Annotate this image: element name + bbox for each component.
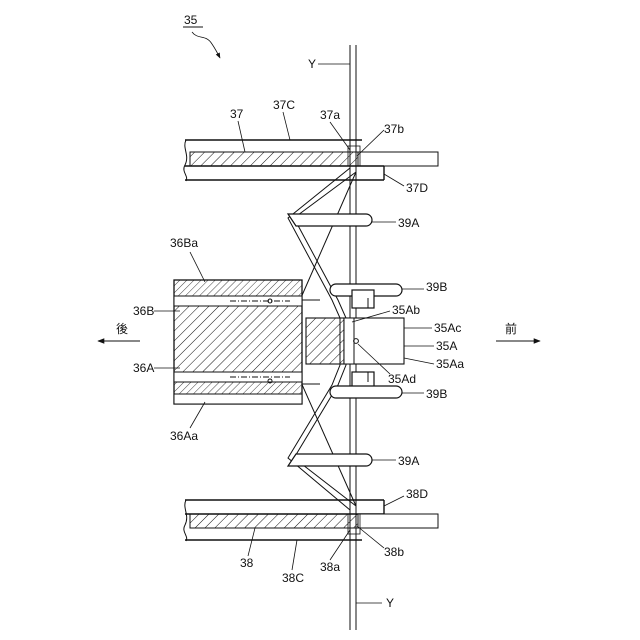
leader-38a xyxy=(330,530,350,560)
label-39B-top: 39B xyxy=(426,280,447,294)
leader-37a xyxy=(330,122,350,150)
label-38a: 38a xyxy=(320,560,340,574)
label-39A-bottom: 39A xyxy=(398,454,419,468)
label-38: 38 xyxy=(240,556,254,570)
label-39B-bottom: 39B xyxy=(426,387,447,401)
leader-37 xyxy=(238,121,245,152)
label-38b: 38b xyxy=(384,545,404,559)
label-38C: 38C xyxy=(282,571,304,585)
ref-35-leader xyxy=(192,32,220,58)
label-direction-front: 前 xyxy=(505,321,517,336)
press-unit-35A xyxy=(306,318,404,364)
ref-35-label: 35 xyxy=(184,13,198,27)
leader-38b xyxy=(357,526,384,548)
heater-block-36 xyxy=(174,280,320,404)
label-y-bottom: Y xyxy=(386,596,394,610)
upper-seal-member-37 xyxy=(184,140,438,181)
label-35Aa: 35Aa xyxy=(436,357,464,371)
label-37: 37 xyxy=(230,107,244,121)
lower-seal-member-38 xyxy=(184,500,438,541)
label-35Ad: 35Ad xyxy=(388,372,416,386)
label-36Ba: 36Ba xyxy=(170,236,198,250)
leader-37D xyxy=(384,174,404,186)
label-y-top: Y xyxy=(308,57,316,71)
label-36B: 36B xyxy=(133,304,154,318)
label-direction-back: 後 xyxy=(116,322,128,336)
leader-36Ba xyxy=(190,252,205,282)
leader-37C xyxy=(283,112,290,140)
leader-36Aa xyxy=(190,402,205,428)
label-36A: 36A xyxy=(133,361,154,375)
label-35Ac: 35Ac xyxy=(434,321,461,335)
label-35A: 35A xyxy=(436,339,457,353)
label-37b: 37b xyxy=(384,122,404,136)
label-38D: 38D xyxy=(406,487,428,501)
label-37a: 37a xyxy=(320,108,340,122)
leader-35Aa xyxy=(404,358,434,364)
roller-39A-bottom xyxy=(288,454,372,466)
roller-39A-top xyxy=(288,214,372,226)
leader-38 xyxy=(248,528,255,556)
label-37C: 37C xyxy=(273,98,295,112)
leader-38C xyxy=(292,540,297,570)
leader-38D xyxy=(384,496,404,506)
label-39A-top: 39A xyxy=(398,216,419,230)
label-37D: 37D xyxy=(406,181,428,195)
label-35Ab: 35Ab xyxy=(392,303,420,317)
film-diag-lower xyxy=(300,380,356,506)
label-36Aa: 36Aa xyxy=(170,429,198,443)
